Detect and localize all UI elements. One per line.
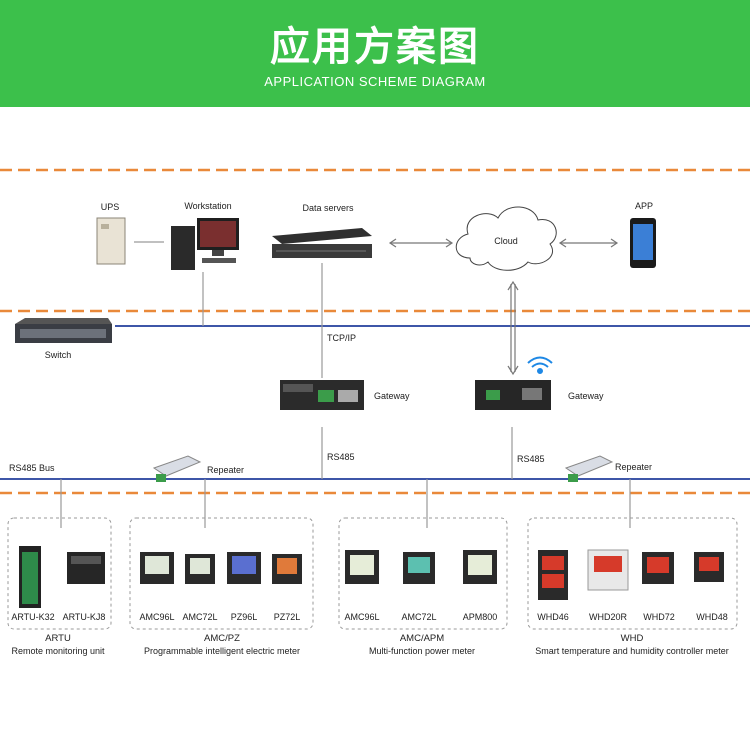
apm800-meter-icon — [463, 550, 497, 584]
amc72l-power-meter-icon — [403, 552, 435, 584]
group-subtitle: Programmable intelligent electric meter — [143, 646, 301, 656]
group-subtitle: Remote monitoring unit — [11, 646, 105, 656]
group-frame-whd — [527, 517, 738, 630]
whd46-controller-icon — [538, 550, 568, 600]
repeater-left-icon — [152, 455, 202, 482]
repeater-left-label: Repeater — [207, 465, 245, 475]
cloud-label: Cloud — [494, 236, 518, 246]
gateway-right-icon — [475, 380, 551, 410]
gateway-right-label: Gateway — [568, 391, 604, 401]
rs485-bus-label: RS485 Bus — [9, 463, 55, 473]
group-frame-amcpz — [129, 517, 314, 630]
device-label: PZ96L — [230, 612, 258, 622]
whd20r-controller-icon — [587, 549, 629, 591]
group-title: WHD — [620, 633, 644, 644]
switch-label: Switch — [44, 350, 72, 360]
rs485-left-label: RS485 — [327, 452, 355, 462]
amc72l-meter-icon — [185, 554, 215, 584]
data-servers-label: Data servers — [302, 203, 354, 213]
group-title: AMC/APM — [399, 633, 445, 644]
device-label: WHD72 — [643, 612, 675, 622]
device-label: PZ72L — [273, 612, 301, 622]
group-subtitle: Multi-function power meter — [368, 646, 476, 656]
group-title: ARTU — [45, 633, 71, 644]
device-label: ARTU-KJ8 — [62, 612, 106, 622]
gateway-left-icon — [280, 380, 364, 410]
device-label: AMC96L — [344, 612, 380, 622]
switch-icon — [15, 318, 112, 343]
data-server-icon — [272, 228, 372, 258]
artu-k32-device-icon — [19, 546, 41, 608]
page-title: 应用方案图 — [270, 24, 480, 70]
device-label: AMC72L — [401, 612, 437, 622]
device-label: ARTU-K32 — [11, 612, 55, 622]
device-label: AMC96L — [139, 612, 175, 622]
amc96l-meter-icon — [140, 552, 174, 584]
phone-icon — [630, 218, 656, 268]
group-subtitle: Smart temperature and humidity controlle… — [535, 646, 729, 656]
amc96l-power-meter-icon — [345, 550, 379, 584]
device-label: APM800 — [462, 612, 498, 622]
whd72-controller-icon — [642, 552, 674, 584]
pz96l-meter-icon — [227, 552, 261, 584]
repeater-right-icon — [564, 455, 614, 482]
device-label: WHD46 — [537, 612, 569, 622]
pz72l-meter-icon — [272, 554, 302, 584]
page-subtitle: APPLICATION SCHEME DIAGRAM — [264, 74, 486, 89]
tcpip-label: TCP/IP — [327, 333, 357, 343]
device-label: AMC72L — [182, 612, 218, 622]
group-title: AMC/PZ — [204, 633, 240, 644]
group-frame-artu — [7, 517, 112, 630]
gateway-left-label: Gateway — [374, 391, 410, 401]
repeater-right-label: Repeater — [615, 462, 653, 472]
wifi-icon — [527, 356, 553, 374]
device-label: WHD48 — [696, 612, 728, 622]
ups-icon — [96, 217, 126, 265]
workstation-label: Workstation — [184, 201, 232, 211]
workstation-icon — [171, 218, 239, 270]
device-label: WHD20R — [588, 612, 628, 622]
whd48-controller-icon — [694, 552, 724, 582]
cloud-shape — [455, 206, 557, 271]
ups-label: UPS — [100, 202, 120, 212]
header-banner: 应用方案图 APPLICATION SCHEME DIAGRAM — [0, 0, 750, 107]
artu-kj8-device-icon — [67, 552, 105, 584]
app-label: APP — [634, 201, 654, 211]
rs485-right-label: RS485 — [517, 454, 545, 464]
group-frame-amcapm — [338, 517, 508, 630]
